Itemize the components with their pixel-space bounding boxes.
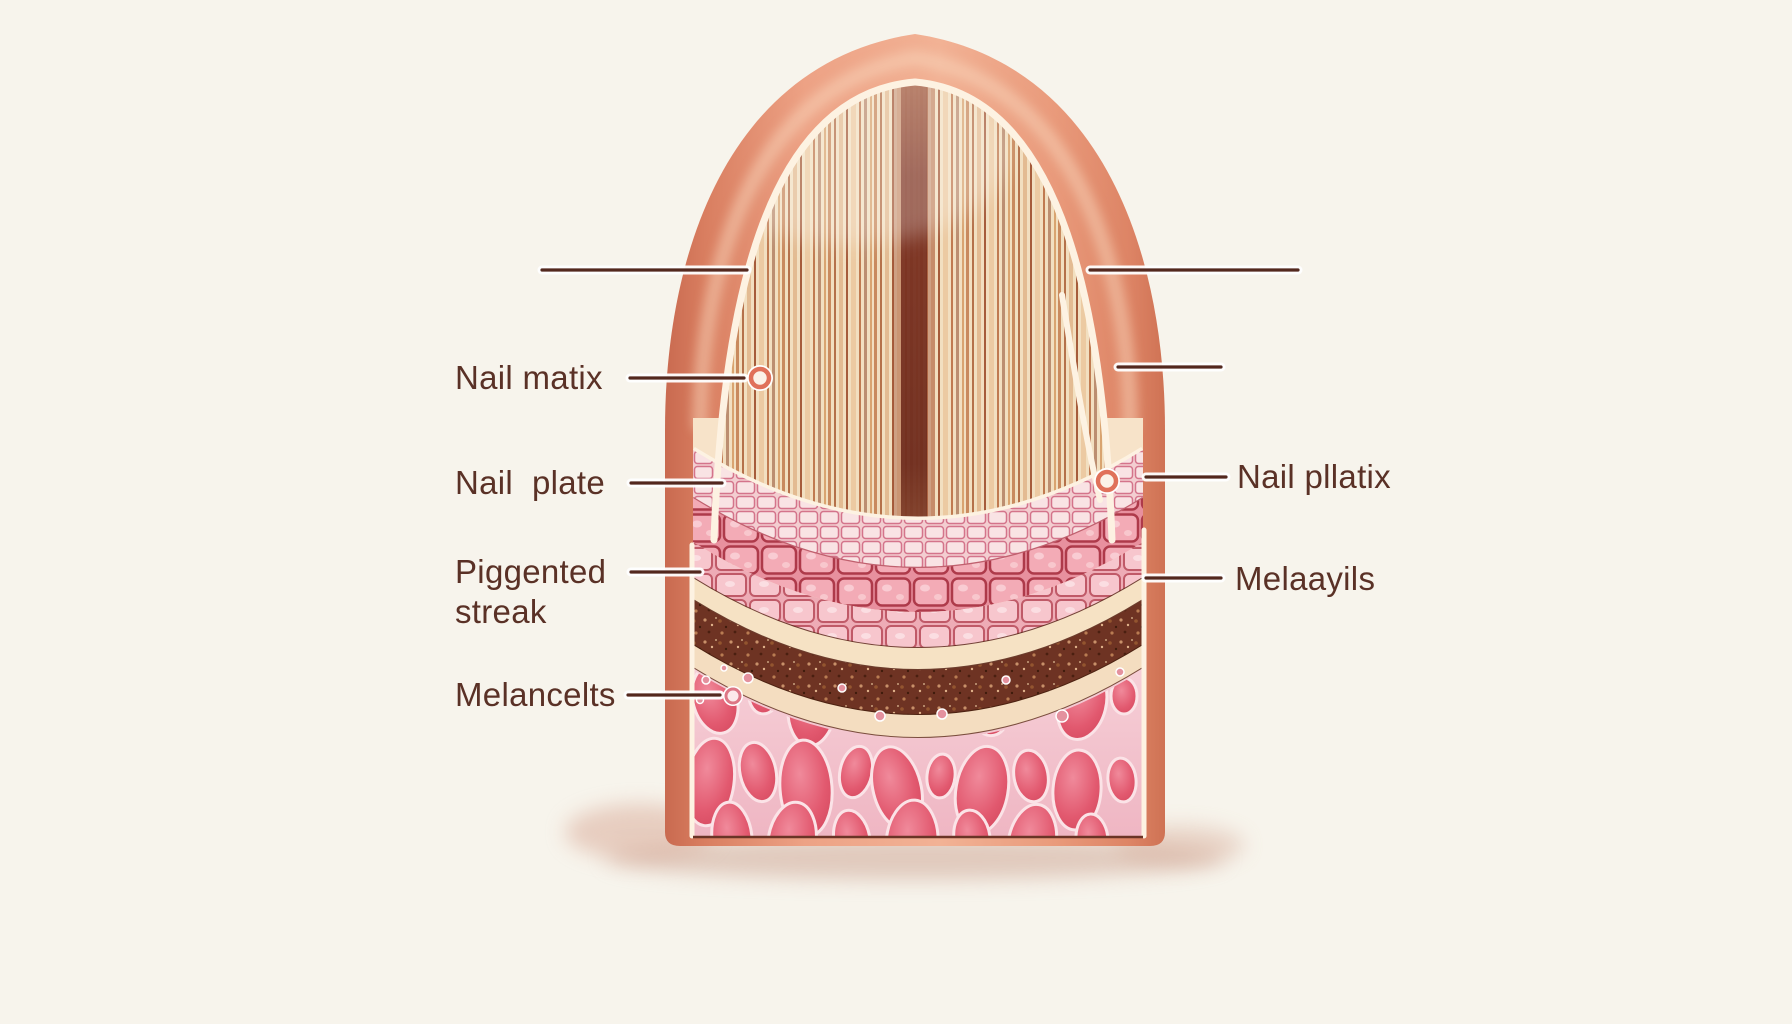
matrix-cell-band	[693, 450, 1143, 568]
ring-markers	[723, 365, 1120, 706]
label-melaayils: Melaayils	[1235, 560, 1376, 597]
label-nail-plate: Nail plate	[455, 464, 606, 501]
label-melanocytes: Melancelts	[455, 676, 616, 713]
nail-bed-cell-band	[693, 498, 1143, 612]
lunula-arc	[693, 447, 1143, 524]
label-pigmented-streak: Piggented streak	[455, 553, 607, 630]
label-nail-matrix: Nail matix	[455, 359, 603, 396]
leader-lines	[537, 265, 1303, 700]
label-nail-pllatix: Nail pllatix	[1237, 458, 1391, 495]
basal-cell-band	[693, 542, 1143, 648]
